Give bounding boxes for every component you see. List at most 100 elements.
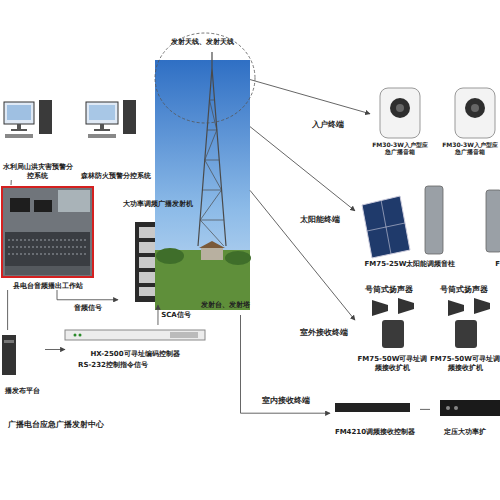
node-text: 发射天线、发射天线 [171,38,234,46]
transmit-tower: 发射天线、发射天线发射台、发射塔 [155,38,250,315]
screen [89,105,115,120]
monitor [4,102,34,124]
power-amplifier-box: 定压大功率扩 [430,398,500,436]
connector [7,290,8,330]
transmitter: 大功率调频广播发射机 [118,200,198,305]
node-text: FM4210调频接收控制器 [335,428,415,436]
edge-label: 音频信号 [74,303,102,313]
amp-knob [446,406,450,410]
outdoor-receiver: FM75-50W可寻址调频接收扩机 [430,298,500,372]
workstation: 森林防火预警分控系统 [78,95,153,180]
amp-knob [454,406,458,410]
receiver-controller [335,403,410,412]
building-roof [199,241,225,248]
home-terminal: FM30-3W入户型应急广播音箱 [440,80,500,155]
node-text: FM75-25W太阳能调频音柱 [365,260,456,268]
drive-slot [4,340,14,343]
node-text: FM75-50W可寻址调频接收扩机 [430,355,500,372]
speaker-cone [390,98,410,118]
horn-speaker [372,300,388,316]
connector [250,127,355,211]
monitor-base [94,129,110,131]
node-text: 森林防火预警分控系统 [81,172,151,180]
node-text: 发射台、发射塔 [201,301,250,309]
pc-tower [39,100,52,134]
home-speaker [455,88,495,138]
console-faders [8,240,86,254]
mixing-console [5,232,90,266]
speaker-center [396,104,404,112]
horn-speaker [474,298,490,314]
pc-tower [2,335,16,375]
part-label: 号筒式扬声器 [365,285,413,295]
screen [7,105,31,120]
column-speaker [486,190,500,252]
section-label: 广播电台应急广播发射中心 [8,420,104,430]
tree [225,251,251,265]
connector [45,349,65,350]
horn-speaker [448,300,464,316]
studio-photo [2,187,93,277]
encoder-device [65,330,205,340]
monitor-stand [100,124,104,129]
studio-monitor [10,198,30,212]
tower-bracing [200,100,224,246]
building [201,248,223,260]
studio-monitor [34,200,52,212]
outdoor-receiver: FM75-50W可寻址调频接收扩机 [355,298,430,372]
encoder-panel [170,332,198,338]
led [79,334,82,337]
node-text: 水利局山洪灾害预警分控系统 [0,163,75,180]
connector [157,305,158,325]
pc-tower [123,100,136,134]
solar-panel [362,196,410,258]
studio-desk [5,266,90,275]
connector [420,409,430,410]
node-text: 大功率调频广播发射机 [123,200,193,208]
keyboard [5,134,33,138]
solar-grid [367,200,405,254]
terminal-group-label: 入户终端 [312,120,344,130]
tree [156,248,184,264]
home-speaker [380,88,420,138]
studio-window [58,190,90,212]
connector [57,290,118,300]
monitor-base [11,129,27,131]
antenna-ellipse [155,33,255,123]
terminal-group-label: 室外接收终端 [300,328,348,338]
solar-terminal: FM75-25W太阳能调频音柱 [355,180,465,268]
tower-lattice [198,52,226,246]
connector [250,80,370,114]
speaker-center [471,104,479,112]
indoor-controller: FM4210调频接收控制器 [330,398,420,436]
power-amplifier [440,400,500,416]
monitor-stand [17,124,21,129]
speaker-cone [465,98,485,118]
edge-label: SCA信号 [161,310,191,320]
home-terminal: FM30-3W入户型应急广播音箱 [370,80,430,155]
terminal-group-label: 室内接收终端 [262,396,310,406]
terminal-group-label: 太阳能终端 [300,215,340,225]
platform-pc: 播发布平台 [0,330,45,395]
node-text: 县电台音频播出工作站 [13,282,83,290]
led [74,334,77,337]
node-text: 定压大功率扩 [444,428,486,436]
node-text: FM30-3W入户型应急广播音箱 [440,141,500,155]
solar-terminal: F [470,180,500,268]
connector [11,180,12,185]
node-text: FM75-50W可寻址调频接收扩机 [355,355,430,372]
studio-workstation: 县电台音频播出工作站 [0,185,95,290]
edge-label: RS-232控制指令信号 [78,360,148,370]
column-speaker [425,186,443,254]
monitor [86,102,118,124]
node-text: 播发布平台 [5,387,40,395]
part-label: 号筒式扬声器 [440,285,488,295]
node-text: HX-2500可寻址编码控制器 [90,350,179,358]
keyboard [88,134,116,138]
receiver-amplifier [382,320,404,348]
connector [250,190,355,320]
workstation: 水利局山洪灾害预警分控系统 [0,95,75,180]
